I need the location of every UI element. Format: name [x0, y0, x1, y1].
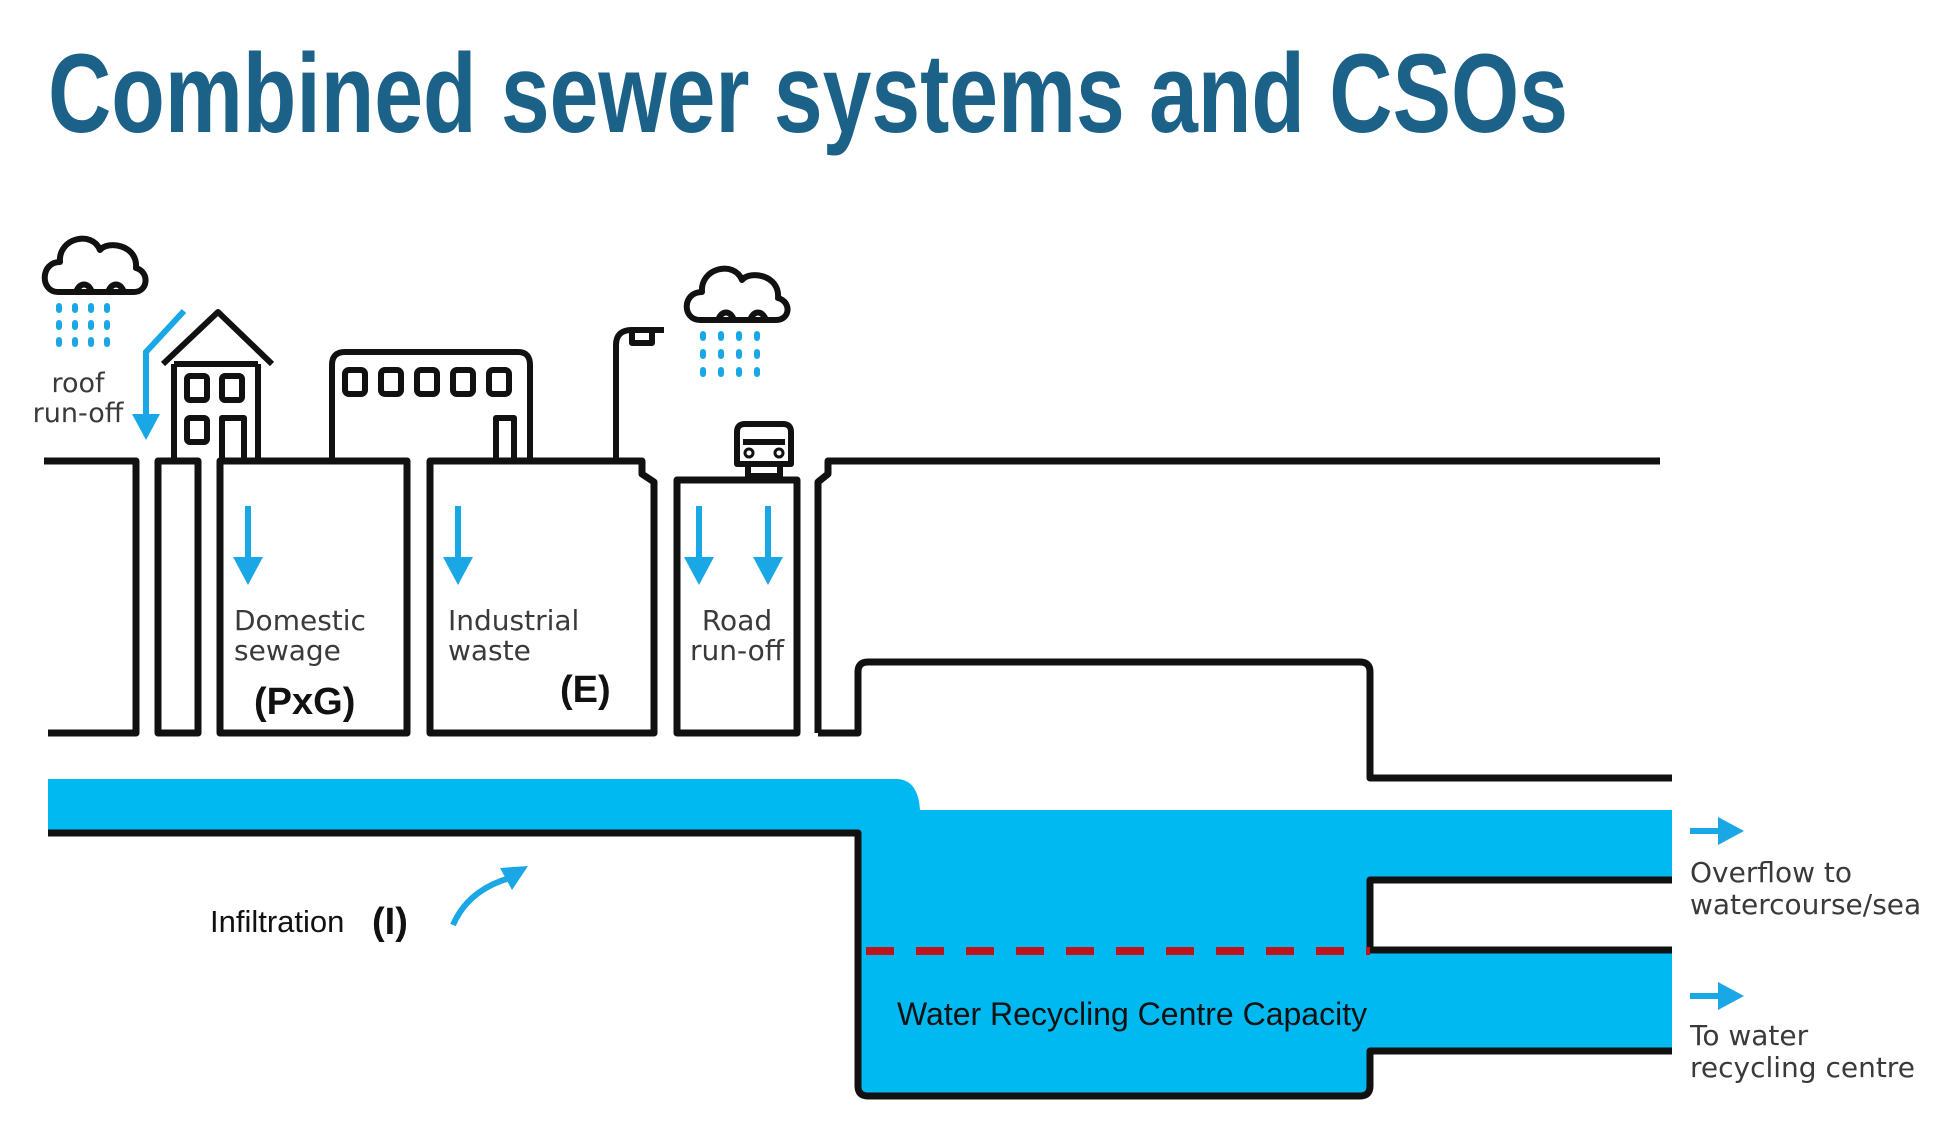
- to-wrc-label: To water: [1689, 1019, 1809, 1052]
- overflow-arrow-icon: [1690, 817, 1744, 845]
- domestic-sewage-label: Domestic: [234, 604, 366, 637]
- industrial-waste-label: waste: [448, 634, 531, 667]
- roof-runoff-arrow-icon: [132, 308, 187, 440]
- overflow-label: Overflow to: [1690, 856, 1852, 889]
- page-title: Combined sewer systems and CSOs: [48, 31, 1568, 156]
- roof-runoff-label: roof: [51, 368, 106, 399]
- industrial-building-icon: [329, 349, 533, 460]
- road-runoff-label: run-off: [690, 634, 785, 667]
- domestic-inflow-arrow-icon: [233, 506, 263, 585]
- rain-drops-icon: [56, 303, 110, 347]
- industrial-inflow-arrow-icon: [443, 506, 473, 585]
- infiltration-code-label: (I): [372, 901, 408, 943]
- ground-and-sewer-outline: [44, 457, 1672, 782]
- domestic-code-label: (PxG): [254, 681, 355, 723]
- road-inflow-arrow-icon: [684, 506, 783, 585]
- house-icon: [160, 309, 275, 460]
- to-wrc-arrow-icon: [1690, 982, 1744, 1010]
- roof-runoff-label: run-off: [33, 398, 125, 429]
- tank-outline: [48, 829, 1672, 1100]
- industrial-waste-label: Industrial: [448, 604, 579, 637]
- rain-drops-icon: [700, 331, 760, 377]
- overflow-label: watercourse/sea: [1690, 888, 1921, 921]
- car-icon: [734, 421, 794, 479]
- infiltration-label: Infiltration: [210, 904, 344, 939]
- rain-cloud-icon: [41, 235, 149, 295]
- capacity-label: Water Recycling Centre Capacity: [897, 996, 1367, 1032]
- industrial-code-label: (E): [560, 669, 611, 711]
- to-wrc-label: recycling centre: [1690, 1051, 1915, 1084]
- sewer-water: [48, 779, 1672, 1095]
- rain-cloud-icon: [683, 265, 791, 323]
- infiltration-arrow-icon: [450, 866, 528, 927]
- street-lamp-icon: [613, 327, 664, 460]
- road-runoff-label: Road: [702, 604, 772, 637]
- domestic-sewage-label: sewage: [234, 634, 341, 667]
